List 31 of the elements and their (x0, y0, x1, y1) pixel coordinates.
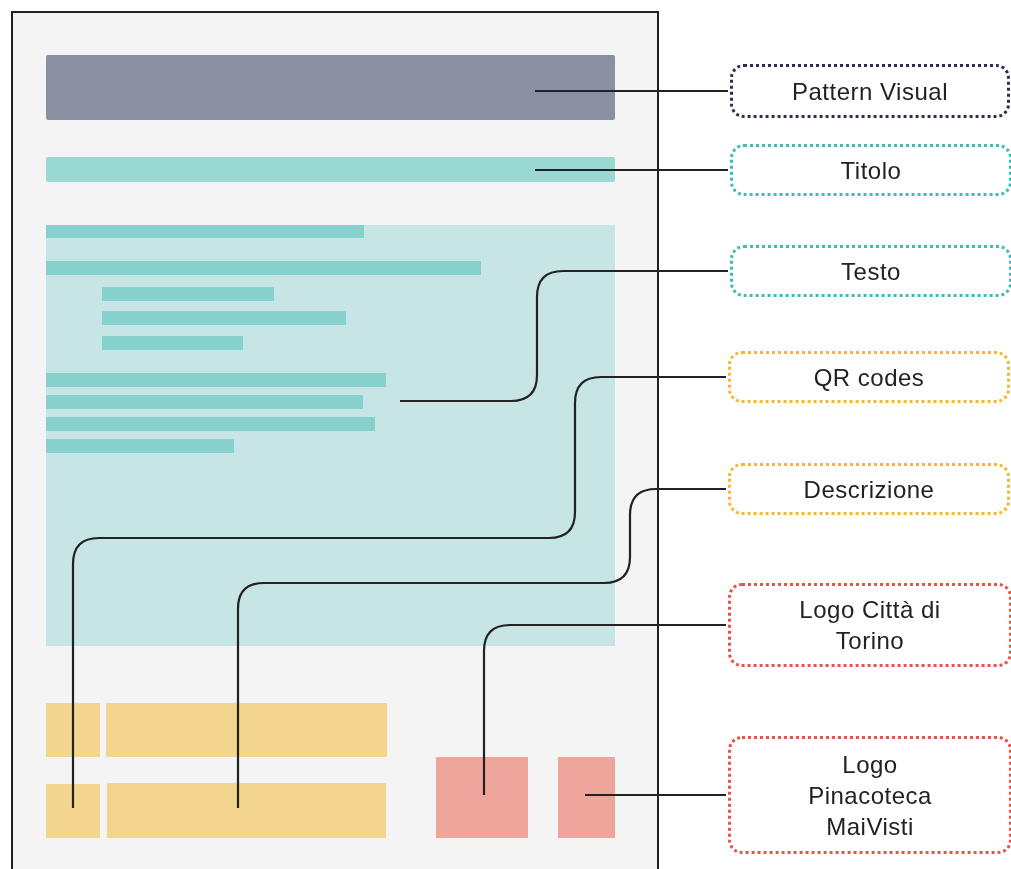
leader-line (400, 269, 728, 403)
leader-line (71, 375, 726, 808)
page-frame (11, 11, 659, 869)
leader-line (585, 793, 726, 797)
label-box (730, 144, 1011, 196)
label-box (730, 245, 1011, 297)
label-box (728, 736, 1011, 854)
text-area (46, 225, 615, 646)
placeholder-block (558, 757, 615, 838)
label-text: Logo Città di Torino (798, 595, 942, 656)
label-text: Descrizione (803, 474, 935, 505)
label-text: Pattern Visual (792, 76, 948, 107)
leader-line (236, 487, 726, 808)
placeholder-block (106, 703, 387, 757)
label-text: QR codes (813, 362, 925, 393)
title-bar (46, 157, 615, 182)
label-text: Testo (841, 256, 901, 287)
leader-line (535, 89, 728, 93)
pattern-visual-bar (46, 55, 615, 120)
label-text: Logo Pinacoteca MaiVisti (807, 749, 933, 842)
label-text: Titolo (840, 155, 902, 186)
label-box (728, 351, 1010, 403)
leader-line (535, 168, 728, 172)
placeholder-block (46, 784, 100, 838)
label-box (730, 64, 1010, 118)
placeholder-block (46, 703, 100, 757)
placeholder-block (107, 783, 386, 838)
label-box (728, 583, 1011, 667)
label-box (728, 463, 1010, 515)
placeholder-block (436, 757, 528, 838)
leader-line (482, 623, 726, 795)
